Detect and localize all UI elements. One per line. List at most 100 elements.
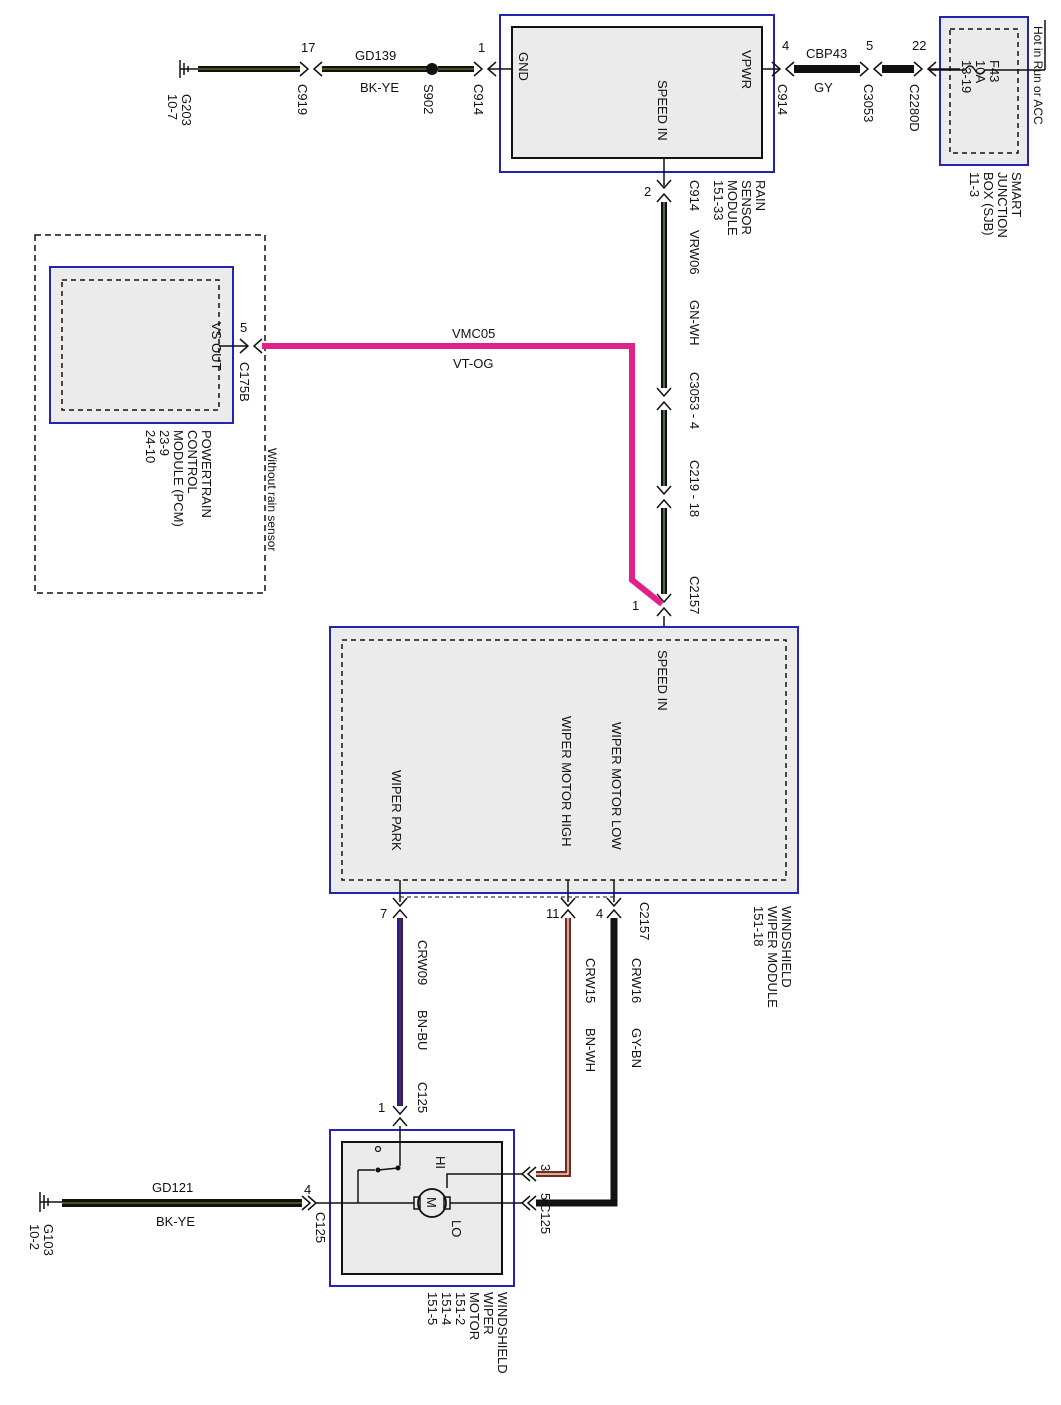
circuit-vmc05-label: VMC05 [452, 326, 495, 341]
connector-c219-18-label: C219 - 18 [687, 460, 702, 517]
pin-7-label: 7 [380, 906, 387, 921]
connector-c3053-4-label: C3053 - 4 [687, 372, 702, 429]
pcm-name-line: MODULE (PCM) [171, 430, 186, 527]
wire-color-vt-og-label: VT-OG [453, 356, 493, 371]
rain-sensor-vpwr-label: VPWR [739, 50, 754, 89]
wiper-motor-name-line: WINDSHIELD [495, 1292, 510, 1374]
fuse-ref-label: 13-19 [959, 60, 974, 93]
wiper-motor-name-line: WIPER [481, 1292, 496, 1335]
circuit-crw09-label: CRW09 [415, 940, 430, 985]
wiper-module-name-line: WINDSHIELD [779, 906, 794, 988]
gd121-ground-wire: GD121 BK-YE G103 10-2 [27, 1180, 302, 1256]
sjb-name: SMART JUNCTION BOX (SJB) 11-3 [967, 172, 1024, 238]
pin-4-label: 4 [596, 906, 603, 921]
wiper-module-connector: 7 11 4 C2157 [380, 880, 652, 940]
crw09-wire: CRW09 BN-BU C125 1 [378, 918, 430, 1127]
sjb-name-line: SMART [1009, 172, 1024, 217]
circuit-gd139-label: GD139 [355, 48, 396, 63]
pin-4-label: 4 [304, 1182, 311, 1197]
pin-22-label: 22 [912, 38, 926, 53]
without-rain-sensor-note: Without rain sensor [265, 448, 279, 551]
wiper-module-name-line: WIPER MODULE [765, 906, 780, 1008]
rain-sensor-module: GND VPWR SPEED IN [499, 14, 775, 173]
connector-c914-label: C914 [687, 180, 702, 211]
wiper-motor-low-label: WIPER MOTOR LOW [609, 722, 624, 850]
motor-m-symbol: M [424, 1197, 439, 1208]
pin-1-label: 1 [478, 40, 485, 55]
rain-sensor-speed-in-label: SPEED IN [655, 80, 670, 141]
rain-sensor-name-line: 151-33 [711, 180, 726, 220]
connector-c914-label: C914 [775, 84, 790, 115]
connector-c125-label: C125 [415, 1082, 430, 1113]
connector-c125-label: C125 [538, 1203, 553, 1234]
pin-5-label: 5 [240, 320, 247, 335]
pcm-name-line: 23-9 [157, 430, 172, 456]
sjb-hot-label: Hot in Run or ACC [1031, 26, 1045, 125]
rain-sensor-name: RAIN SENSOR MODULE 151-33 [711, 180, 768, 236]
pin-17-label: 17 [301, 40, 315, 55]
connector-c175b-label: C175B [237, 362, 252, 402]
pcm-name-line: POWERTRAIN [199, 430, 214, 518]
wiper-motor-name-line: MOTOR [467, 1292, 482, 1340]
ground-g203-icon [179, 60, 198, 78]
ground-g103-ref: 10-2 [27, 1224, 42, 1250]
circuit-gd121-label: GD121 [152, 1180, 193, 1195]
wiper-motor-name-line: 151-5 [425, 1292, 440, 1325]
fuse-f43-label: F43 [987, 60, 1002, 82]
ground-g203-label: G203 [179, 94, 194, 126]
sjb-name-line: JUNCTION [995, 172, 1010, 238]
wiper-motor: M HI LO 3 5 C125 4 C125 WINDSHIELD WIPER… [301, 1126, 553, 1374]
circuit-crw16-label: CRW16 [629, 958, 644, 1003]
rain-sensor-name-line: RAIN [753, 180, 768, 211]
rain-sensor-gnd-label: GND [516, 52, 531, 81]
ground-g103-label: G103 [41, 1224, 56, 1256]
vmc05-wire: VMC05 VT-OG [262, 326, 664, 607]
connector-c2157-label: C2157 [637, 902, 652, 940]
pin-3-label: 3 [538, 1164, 553, 1171]
wire-color-gy-bn-label: GY-BN [629, 1028, 644, 1068]
speed-signal-wire: 2 C914 VRW06 GN-WH C3053 - 4 C219 - 18 C… [632, 158, 702, 640]
wiper-module-name-line: 151-18 [751, 906, 766, 946]
wiper-module-speed-in-label: SPEED IN [655, 650, 670, 711]
connector-c3053-label: C3053 [861, 84, 876, 122]
ground-g103-icon [39, 1192, 62, 1212]
wiper-motor-high-label: WIPER MOTOR HIGH [559, 716, 574, 846]
ground-g203-ref: 10-7 [165, 94, 180, 120]
wire-color-bn-bu-label: BN-BU [415, 1010, 430, 1050]
connector-c2157-label: C2157 [687, 576, 702, 614]
connector-c2280d-label: C2280D [907, 84, 922, 132]
connector-c125-label: C125 [313, 1212, 328, 1243]
wire-color-gn-wh-label: GN-WH [687, 300, 702, 346]
pcm-name-line: 24-10 [143, 430, 158, 463]
wiper-module: SPEED IN WIPER MOTOR LOW WIPER MOTOR HIG… [329, 626, 799, 1008]
rain-sensor-name-line: SENSOR [739, 180, 754, 235]
circuit-cbp43-label: CBP43 [806, 46, 847, 61]
wiper-motor-name-line: 151-2 [453, 1292, 468, 1325]
wiper-park-label: WIPER PARK [389, 770, 404, 851]
pcm-name-line: CONTROL [185, 430, 200, 494]
pin-4-label: 4 [782, 38, 789, 53]
crw16-wire: CRW16 GY-BN [536, 918, 644, 1207]
circuit-vrw06-label: VRW06 [687, 230, 702, 275]
crw15-wire: CRW15 BN-WH [536, 918, 598, 1177]
pin-1-label: 1 [632, 598, 639, 613]
wire-color-bn-wh-label: BN-WH [583, 1028, 598, 1072]
fuse-f43-icon [930, 65, 1030, 75]
motor-hi-label: HI [433, 1156, 448, 1169]
sjb-name-line: BOX (SJB) [981, 172, 996, 236]
pcm-module: VS OUT 5 C175B POWERTRAIN CONTROL MODULE… [34, 234, 279, 594]
motor-lo-label: LO [449, 1220, 464, 1237]
circuit-crw15-label: CRW15 [583, 958, 598, 1003]
fuse-rating-label: 10A [973, 60, 988, 83]
smart-junction-box: Hot in Run or ACC F43 10A 13-19 [930, 16, 1046, 166]
wire-color-bk-ye-label: BK-YE [360, 80, 399, 95]
top-power-wire: 4 C914 CBP43 GY 5 C3053 22 C2280D [762, 38, 960, 132]
pin-5-label: 5 [538, 1193, 553, 1200]
pin-5-label: 5 [866, 38, 873, 53]
pin-2-label: 2 [644, 184, 651, 199]
wire-color-gy-label: GY [814, 80, 833, 95]
pin-11-label: 11 [546, 906, 560, 921]
wiper-motor-name-line: 151-4 [439, 1292, 454, 1325]
rain-sensor-name-line: MODULE [725, 180, 740, 236]
